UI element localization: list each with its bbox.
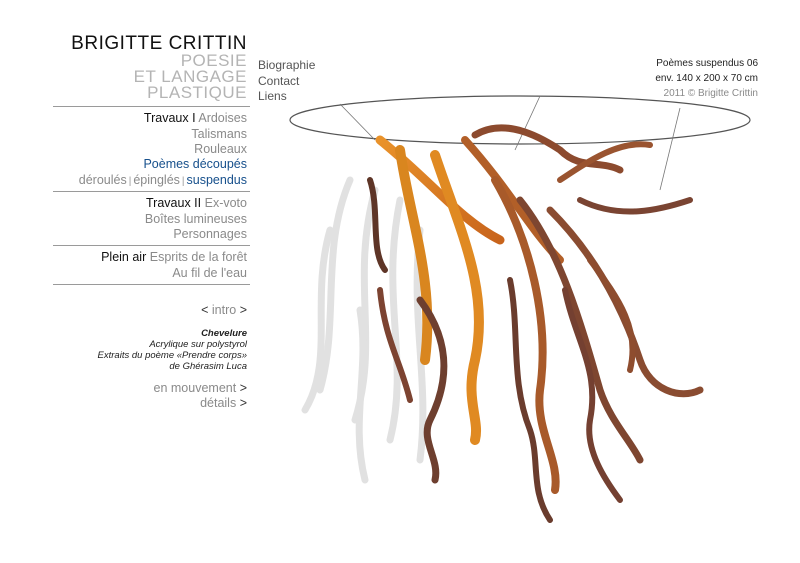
intro-link[interactable]: intro	[211, 303, 237, 317]
menu-item-au-fil-eau[interactable]: Au fil de l'eau	[172, 266, 247, 280]
divider	[53, 284, 250, 285]
caption-copyright: 2011 © Brigitte Crittin	[663, 88, 758, 99]
image-caption: Poèmes suspendus 06 env. 140 x 200 x 70 …	[655, 56, 758, 101]
caption-title: Poèmes suspendus 06	[656, 58, 758, 69]
submenu-item-suspendus[interactable]: suspendus	[186, 173, 247, 187]
separator: |	[128, 176, 132, 187]
suspension-wires	[339, 95, 681, 191]
plein-air-heading: Plein air	[101, 250, 147, 264]
travaux2-row: Travaux II Ex-voto	[146, 196, 247, 211]
poemes-submenu: déroulés|épinglés|suspendus	[79, 173, 247, 189]
separator: |	[181, 176, 185, 187]
sculpture-image	[289, 95, 751, 523]
previous-arrow[interactable]: <	[201, 303, 209, 317]
caption-dimensions: env. 140 x 200 x 70 cm	[655, 73, 758, 84]
top-nav: Biographie Contact Liens	[258, 58, 315, 105]
submenu-item-deroules[interactable]: déroulés	[78, 173, 127, 187]
next-arrow[interactable]: >	[239, 303, 247, 317]
chevron-right-icon: >	[239, 396, 247, 410]
en-mouvement-link[interactable]: en mouvement >	[153, 381, 247, 395]
menu-item-ex-voto[interactable]: Ex-voto	[204, 196, 247, 210]
submenu-item-epingles[interactable]: épinglés	[133, 173, 180, 187]
chevron-right-icon: >	[239, 381, 247, 395]
menu-item-talismans[interactable]: Talismans	[191, 127, 247, 141]
site-title[interactable]: BRIGITTE CRITTIN	[71, 33, 247, 54]
work-title: Chevelure	[201, 328, 247, 339]
plein-air-row: Plein air Esprits de la forêt	[101, 250, 247, 265]
suspension-ring	[289, 95, 751, 145]
travaux1-row: Travaux I Ardoises	[144, 111, 247, 126]
cut-paper-strands	[367, 124, 704, 523]
site-subtitle-line-3: PLASTIQUE	[147, 83, 247, 102]
menu-item-esprits-foret[interactable]: Esprits de la forêt	[149, 250, 247, 264]
nav-contact[interactable]: Contact	[258, 73, 300, 88]
nav-liens[interactable]: Liens	[258, 89, 287, 103]
menu-item-ardoises[interactable]: Ardoises	[198, 111, 247, 125]
intro-nav: < intro >	[201, 303, 247, 318]
menu-item-boites-lumineuses[interactable]: Boîtes lumineuses	[144, 212, 247, 226]
work-material: Acrylique sur polystyrol	[149, 339, 247, 350]
divider	[53, 191, 250, 192]
shadow	[301, 176, 427, 484]
divider	[53, 245, 250, 246]
travaux2-heading: Travaux II	[146, 196, 202, 210]
travaux1-heading: Travaux I	[143, 111, 196, 125]
work-author: de Ghérasim Luca	[169, 361, 247, 372]
work-excerpt: Extraits du poème «Prendre corps»	[97, 350, 247, 361]
menu-item-poemes-decoupes[interactable]: Poèmes découpés	[143, 157, 247, 171]
site-subtitle-line-1: POESIE	[180, 51, 247, 70]
details-link[interactable]: détails >	[200, 396, 247, 410]
nav-biographie[interactable]: Biographie	[258, 58, 316, 72]
divider	[53, 106, 250, 107]
site-subtitle-line-2: ET LANGAGE	[133, 67, 247, 86]
menu-item-rouleaux[interactable]: Rouleaux	[194, 142, 247, 156]
menu-item-personnages[interactable]: Personnages	[173, 227, 247, 241]
